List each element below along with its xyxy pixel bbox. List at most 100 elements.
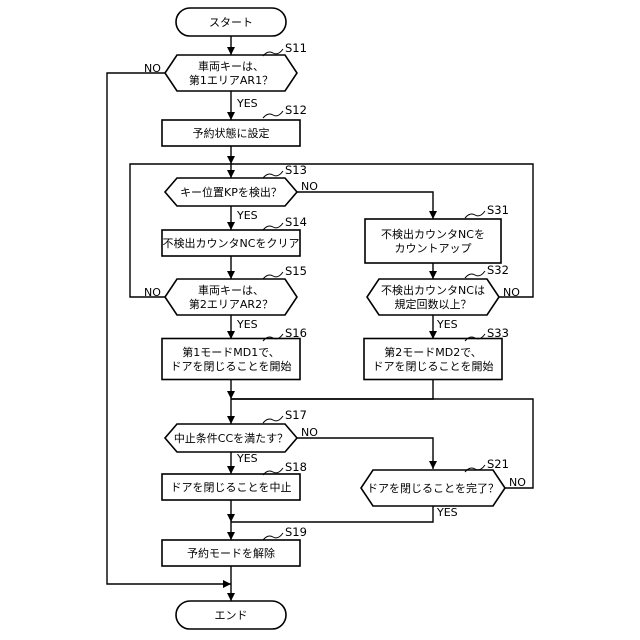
branch-label-no: NO: [301, 180, 318, 193]
node-s14: 不検出カウンタNCをクリア: [162, 230, 300, 256]
step-tick: [465, 271, 485, 278]
arrowhead: [429, 461, 437, 469]
node-label-s11: 車両キーは、: [198, 59, 264, 73]
step-label-s11: S11: [263, 41, 307, 56]
step-id: S17: [285, 408, 307, 422]
step-tick: [465, 211, 485, 218]
node-label-s13: キー位置KPを検出？: [180, 185, 282, 199]
branch-label-yes: YES: [236, 209, 258, 222]
node-label-s21: ドアを閉じることを完了？: [367, 481, 499, 495]
node-end: エンド: [176, 601, 286, 629]
connector-s17-no: [297, 438, 433, 469]
branch-label-no: NO: [503, 286, 520, 299]
node-s31: 不検出カウンタNCをカウントアップ: [365, 219, 501, 263]
node-label-s18: ドアを閉じることを中止: [171, 481, 292, 494]
node-s11: 車両キーは、第1エリアAR1？: [165, 55, 297, 91]
step-id: S33: [487, 326, 509, 340]
node-s15: 車両キーは、第2エリアAR2？: [165, 279, 297, 315]
node-start: スタート: [176, 8, 286, 36]
arrowhead: [227, 514, 235, 522]
arrowhead: [227, 416, 235, 424]
process-box-s31: [365, 219, 501, 263]
node-label-s11: 第1エリアAR1？: [189, 73, 273, 87]
arrowhead: [227, 466, 235, 474]
process-box-s33: [364, 339, 502, 380]
node-s13: キー位置KPを検出？: [165, 178, 297, 206]
arrowhead: [227, 156, 235, 164]
branch-label-yes: YES: [236, 97, 258, 110]
branch-label-no: NO: [144, 286, 161, 299]
step-label-s13: S13: [263, 163, 307, 178]
node-label-s31: カウントアップ: [395, 242, 472, 255]
arrowhead: [227, 170, 235, 178]
process-box-s16: [162, 339, 300, 380]
branch-label-yes: YES: [436, 506, 458, 519]
node-label-s15: 車両キーは、: [198, 283, 264, 297]
arrowhead: [227, 593, 235, 601]
node-label-end: エンド: [215, 609, 248, 622]
step-id: S11: [285, 41, 307, 55]
step-label-s18: S18: [263, 460, 307, 475]
step-tick: [263, 533, 283, 540]
connector-s11-no: [107, 73, 231, 584]
node-s12: 予約状態に設定: [162, 120, 300, 146]
branch-label-yes: YES: [236, 318, 258, 331]
connector-s13-no: [297, 192, 433, 219]
node-label-s14: 不検出カウンタNCをクリア: [163, 236, 300, 250]
branch-label-yes: YES: [436, 318, 458, 331]
node-label-s12: 予約状態に設定: [193, 126, 270, 140]
step-id: S12: [285, 103, 307, 117]
step-id: S13: [285, 163, 307, 177]
node-label-s16: ドアを閉じることを開始: [171, 359, 292, 373]
step-tick: [263, 223, 283, 230]
node-label-s19: 予約モードを解除: [187, 546, 275, 560]
node-label-s32: 規定回数以上？: [395, 297, 472, 311]
step-id: S19: [285, 525, 307, 539]
step-tick: [263, 416, 283, 423]
branch-label-no: NO: [509, 476, 526, 489]
node-s32: 不検出カウンタNCは規定回数以上？: [367, 279, 499, 315]
step-id: S31: [487, 203, 509, 217]
node-label-s32: 不検出カウンタNCは: [381, 283, 485, 297]
step-id: S18: [285, 460, 307, 474]
step-id: S14: [285, 215, 307, 229]
branch-label-yes: YES: [236, 452, 258, 465]
node-label-s17: 中止条件CCを満たす？: [174, 431, 288, 445]
connector-s33-merge: [231, 380, 433, 399]
step-label-s32: S32: [465, 263, 509, 278]
arrowhead: [429, 211, 437, 219]
arrowhead: [227, 222, 235, 230]
step-tick: [263, 171, 283, 178]
step-label-s14: S14: [263, 215, 307, 230]
connector-s21-yes: [231, 506, 433, 522]
node-label-s16: 第1モードMD1で、: [182, 345, 280, 359]
node-label-start: スタート: [209, 16, 253, 29]
node-s33: 第2モードMD2で、ドアを閉じることを開始: [364, 339, 502, 380]
arrowhead: [227, 271, 235, 279]
arrowhead: [223, 580, 231, 588]
step-tick: [263, 111, 283, 118]
node-s21: ドアを閉じることを完了？: [361, 470, 505, 506]
arrowhead: [227, 532, 235, 540]
branch-label-no: NO: [144, 62, 161, 75]
step-label-s15: S15: [263, 264, 307, 279]
node-label-s33: 第2モードMD2で、: [384, 345, 482, 359]
arrowhead: [227, 112, 235, 120]
node-label-s15: 第2エリアAR2？: [189, 297, 273, 311]
step-label-s12: S12: [263, 103, 307, 118]
step-label-s19: S19: [263, 525, 307, 540]
step-label-s31: S31: [465, 203, 509, 218]
step-id: S32: [487, 263, 509, 277]
arrowhead: [227, 391, 235, 399]
node-s16: 第1モードMD1で、ドアを閉じることを開始: [162, 339, 300, 380]
node-label-s31: 不検出カウンタNCを: [381, 227, 485, 241]
node-label-s33: ドアを閉じることを開始: [373, 359, 494, 373]
step-label-s17: S17: [263, 408, 307, 423]
arrowhead: [227, 47, 235, 55]
node-s19: 予約モードを解除: [162, 540, 300, 566]
branch-label-no: NO: [301, 426, 318, 439]
step-id: S21: [487, 457, 509, 471]
step-id: S15: [285, 264, 307, 278]
node-s17: 中止条件CCを満たす？: [165, 424, 297, 452]
